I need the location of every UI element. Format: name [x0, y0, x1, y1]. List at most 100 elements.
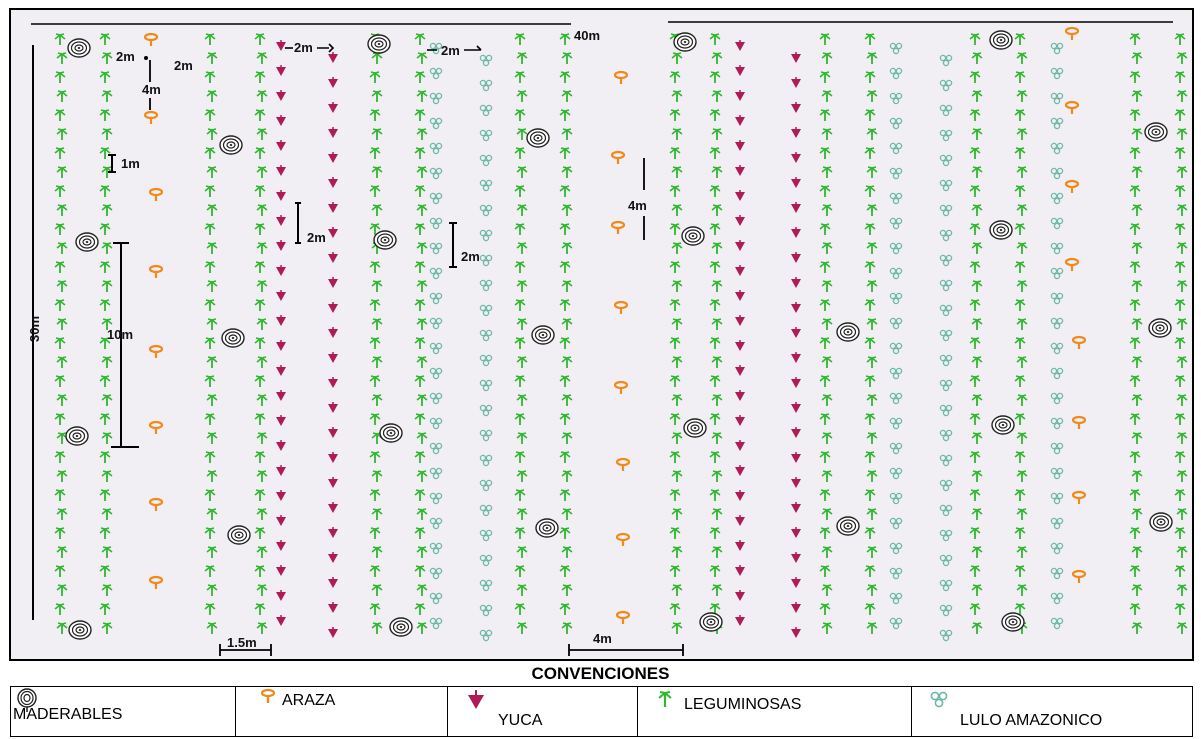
- leguminosa-plant: [101, 584, 113, 597]
- leguminosa-plant: [369, 565, 381, 578]
- leguminosa-plant: [254, 451, 266, 464]
- leguminosa-plant: [969, 565, 981, 578]
- leguminosa-plant: [819, 451, 831, 464]
- leguminosa-plant: [101, 242, 113, 255]
- leguminosa-plant: [561, 242, 573, 255]
- leguminosa-plant: [204, 109, 216, 122]
- araza-icon: [260, 688, 276, 703]
- leguminosa-plant: [1176, 242, 1188, 255]
- leguminosa-plant: [254, 147, 266, 160]
- leguminosa-plant: [516, 394, 528, 407]
- leguminosa-icon: [658, 691, 672, 707]
- leguminosa-plant: [819, 109, 831, 122]
- araza-plant: [148, 264, 164, 280]
- lulo-plant: [939, 354, 953, 367]
- leguminosa-plant: [56, 90, 68, 103]
- leguminosa-plant: [821, 242, 833, 255]
- leguminosa-plant: [711, 356, 723, 369]
- lulo-plant: [889, 592, 903, 605]
- yuca-plant: [275, 514, 287, 527]
- lulo-plant: [479, 479, 493, 492]
- leguminosa-plant: [371, 204, 383, 217]
- legend-label-yuca: YUCA: [498, 712, 543, 729]
- leguminosa-plant: [254, 185, 266, 198]
- lulo-plant: [939, 629, 953, 642]
- leguminosa-plant: [1016, 242, 1028, 255]
- leguminosa-plant: [969, 299, 981, 312]
- leguminosa-plant: [99, 261, 111, 274]
- leguminosa-plant: [561, 204, 573, 217]
- leguminosa-plant: [56, 584, 68, 597]
- leguminosa-plant: [516, 584, 528, 597]
- yuca-plant: [734, 39, 746, 52]
- leguminosa-plant: [514, 261, 526, 274]
- leguminosa-plant: [99, 375, 111, 388]
- leguminosa-plant: [254, 71, 266, 84]
- leguminosa-plant: [1014, 413, 1026, 426]
- leguminosa-plant: [561, 128, 573, 141]
- leguminosa-plant: [256, 394, 268, 407]
- leguminosa-plant: [256, 622, 268, 635]
- yuca-plant: [790, 126, 802, 139]
- yuca-plant: [790, 326, 802, 339]
- leguminosa-plant: [1016, 318, 1028, 331]
- leguminosa-plant: [514, 71, 526, 84]
- lulo-plant: [1050, 592, 1064, 605]
- leguminosa-plant: [711, 204, 723, 217]
- yuca-plant: [790, 551, 802, 564]
- yuca-plant: [327, 251, 339, 264]
- timber-trees: [65, 30, 1173, 640]
- leguminosa-plant: [559, 261, 571, 274]
- leguminosa-plant: [561, 432, 573, 445]
- leguminosa-plant: [371, 546, 383, 559]
- yuca-plant: [790, 451, 802, 464]
- leguminosa-plant: [711, 128, 723, 141]
- leguminosa-plant: [1131, 128, 1143, 141]
- leguminosa-plant: [669, 451, 681, 464]
- timber-tree: [991, 415, 1015, 435]
- lulo-plant: [429, 267, 443, 280]
- leguminosa-plant: [99, 185, 111, 198]
- yuca-plant: [275, 389, 287, 402]
- leguminosa-plant: [669, 147, 681, 160]
- yuca-plant: [275, 539, 287, 552]
- leguminosa-plant: [819, 565, 831, 578]
- leguminosa-plant: [671, 242, 683, 255]
- dim-4m-a: 4m: [142, 82, 161, 97]
- yuca-plant: [275, 139, 287, 152]
- leguminosa-plant: [1014, 451, 1026, 464]
- leguminosa-plant: [866, 584, 878, 597]
- leguminosa-plant: [709, 413, 721, 426]
- yuca-plant: [734, 189, 746, 202]
- leguminosa-plant: [821, 318, 833, 331]
- araza-plant: [610, 150, 626, 166]
- lulo-plant: [429, 542, 443, 555]
- lulo-plant: [429, 417, 443, 430]
- leguminosa-plant: [969, 413, 981, 426]
- timber-tree: [367, 34, 391, 54]
- leguminosa-plant: [514, 223, 526, 236]
- lulo-plant: [429, 242, 443, 255]
- leguminosa-plant: [669, 603, 681, 616]
- lulo-plant: [1050, 192, 1064, 205]
- yuca-plant: [275, 364, 287, 377]
- leguminosa-plant: [669, 109, 681, 122]
- leguminosa-plant: [1016, 394, 1028, 407]
- dim-2m-e: 2m: [307, 230, 326, 245]
- leguminosa-plant: [54, 451, 66, 464]
- leguminosa-plant: [516, 432, 528, 445]
- lulo-plant: [479, 254, 493, 267]
- leguminosa-plant: [561, 166, 573, 179]
- leguminosa-plant: [969, 33, 981, 46]
- leguminosa-plant: [711, 546, 723, 559]
- yuca-plant: [275, 289, 287, 302]
- leguminosa-plant: [1016, 52, 1028, 65]
- yuca-plant: [734, 464, 746, 477]
- araza-plant: [1064, 179, 1080, 195]
- leguminosa-plant: [864, 375, 876, 388]
- leguminosa-plant: [1129, 489, 1141, 502]
- araza-plant: [143, 32, 159, 48]
- leguminosa-plant: [971, 622, 983, 635]
- leguminosa-plant: [969, 109, 981, 122]
- leguminosa-plant: [371, 622, 383, 635]
